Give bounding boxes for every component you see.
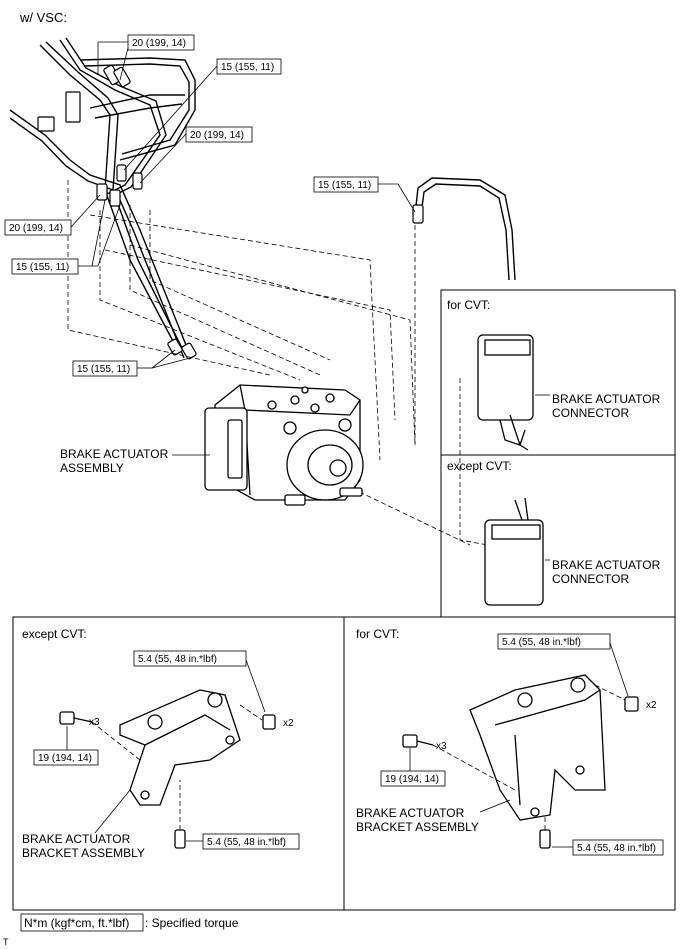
guide-lines-right — [432, 684, 626, 830]
guide-lines-left — [91, 704, 263, 830]
connector-except-illustration — [484, 497, 544, 606]
torque-label: 15 (155, 11) — [221, 62, 274, 73]
torque-label: 5.4 (55, 48 in.*lbf) — [138, 654, 217, 665]
torque-label: 20 (199, 14) — [132, 38, 186, 49]
legend-box-text: N*m (kgf*cm, ft.*lbf) — [24, 916, 129, 930]
connector-cvt-illustration — [477, 334, 534, 451]
connector-except-label-1: BRAKE ACTUATOR — [552, 558, 661, 572]
torque-labels-top: 20 (199, 14) 15 (155, 11) 20 (199, 14) 2… — [4, 34, 416, 377]
panel-except-cvt-bottom-title: except CVT: — [22, 627, 87, 641]
panel-for-cvt-top — [440, 289, 676, 456]
torque-box — [33, 749, 99, 766]
torque-box — [572, 839, 664, 856]
brake-actuator-assembly — [204, 384, 364, 506]
actuator-assembly-label-1: BRAKE ACTUATOR — [60, 447, 169, 461]
torque-label: 15 (155, 11) — [318, 180, 371, 191]
count-x3-right: x3 — [436, 741, 447, 752]
panel-except-cvt-top-title: except CVT: — [447, 459, 512, 473]
torque-box — [380, 770, 446, 787]
legend-box — [20, 913, 144, 932]
connector-cvt-label-1: BRAKE ACTUATOR — [552, 392, 661, 406]
bracket-left-label-1: BRAKE ACTUATOR — [22, 832, 131, 846]
bracket-right-label-2: BRACKET ASSEMBLY — [356, 820, 479, 834]
torque-label: 15 (155, 11) — [77, 364, 130, 375]
torque-label: 20 (199, 14) — [190, 130, 244, 141]
guide-lines-top — [67, 180, 489, 546]
torque-box — [497, 633, 611, 650]
torque-label: 19 (194, 14) — [385, 774, 439, 785]
panel-for-cvt-bottom — [343, 616, 676, 911]
torque-label: 20 (199, 14) — [9, 223, 63, 234]
brake-lines — [9, 37, 516, 359]
torque-label: 5.4 (55, 48 in.*lbf) — [502, 637, 581, 648]
count-x3-left: x3 — [89, 717, 100, 728]
bracket-left-illustration — [59, 689, 276, 849]
diagram-title: w/ VSC: — [19, 10, 67, 25]
connector-except-label-2: CONNECTOR — [552, 572, 629, 586]
panel-for-cvt-bottom-title: for CVT: — [356, 627, 399, 641]
torque-label: 19 (194, 14) — [38, 753, 92, 764]
connector-cvt-label-2: CONNECTOR — [552, 406, 629, 420]
bracket-left-label-2: BRACKET ASSEMBLY — [22, 846, 145, 860]
pipe-fittings — [37, 64, 424, 360]
bracket-right-label-1: BRAKE ACTUATOR — [356, 806, 465, 820]
count-x2-right: x2 — [646, 700, 657, 711]
panel-except-cvt-top — [440, 454, 676, 618]
count-x2-left: x2 — [283, 718, 294, 729]
footer-mark: T — [3, 937, 9, 947]
torque-label: 5.4 (55, 48 in.*lbf) — [577, 843, 656, 854]
legend-text: : Specified torque — [145, 916, 239, 930]
actuator-assembly-label-2: ASSEMBLY — [60, 461, 124, 475]
torque-box — [133, 650, 247, 667]
torque-label: 15 (155, 11) — [16, 262, 69, 273]
torque-label: 5.4 (55, 48 in.*lbf) — [207, 837, 286, 848]
panel-for-cvt-top-title: for CVT: — [447, 298, 490, 312]
torque-box — [202, 833, 300, 850]
